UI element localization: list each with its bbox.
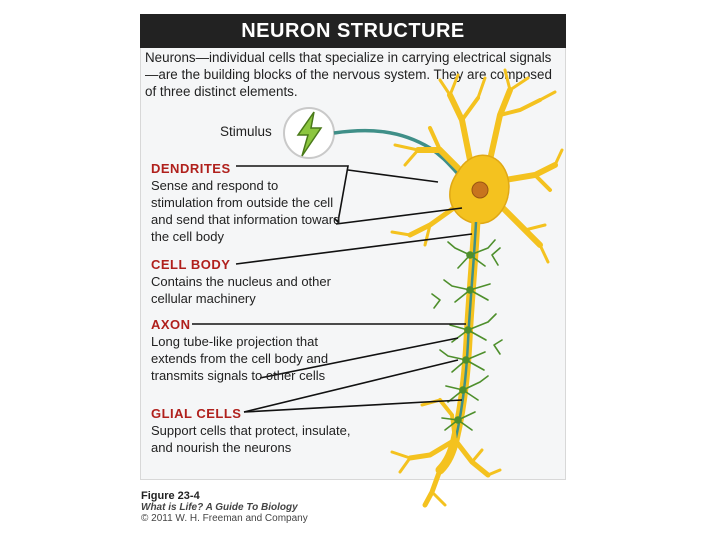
stimulus-label: Stimulus: [220, 124, 272, 139]
axon-label: AXON Long tube-like projection that exte…: [151, 316, 356, 384]
dendrites-leader-a: [348, 170, 438, 182]
cell-body-description: Contains the nucleus and other cellular …: [151, 273, 361, 307]
axon-heading: AXON: [151, 316, 356, 333]
figure-number: Figure 23-4: [141, 491, 308, 502]
figure-caption: Figure 23-4 What is Life? A Guide To Bio…: [141, 491, 308, 524]
cell-body-label: CELL BODY Contains the nucleus and other…: [151, 256, 361, 307]
figure-source-book: What is Life? A Guide To Biology: [141, 502, 308, 513]
dendrites-heading: DENDRITES: [151, 160, 341, 177]
axon-description: Long tube-like projection that extends f…: [151, 333, 356, 384]
lightning-bolt-icon: [284, 108, 334, 158]
dendrites-description: Sense and respond to stimulation from ou…: [151, 177, 341, 245]
dendrites-label: DENDRITES Sense and respond to stimulati…: [151, 160, 341, 245]
nucleus: [472, 182, 488, 198]
glial-cells-description: Support cells that protect, insulate, an…: [151, 422, 366, 456]
axon-terminals: [392, 400, 500, 505]
glial-cells-label: GLIAL CELLS Support cells that protect, …: [151, 405, 366, 456]
figure-copyright: © 2011 W. H. Freeman and Company: [141, 513, 308, 524]
glial-cells-heading: GLIAL CELLS: [151, 405, 366, 422]
cell-body-heading: CELL BODY: [151, 256, 361, 273]
